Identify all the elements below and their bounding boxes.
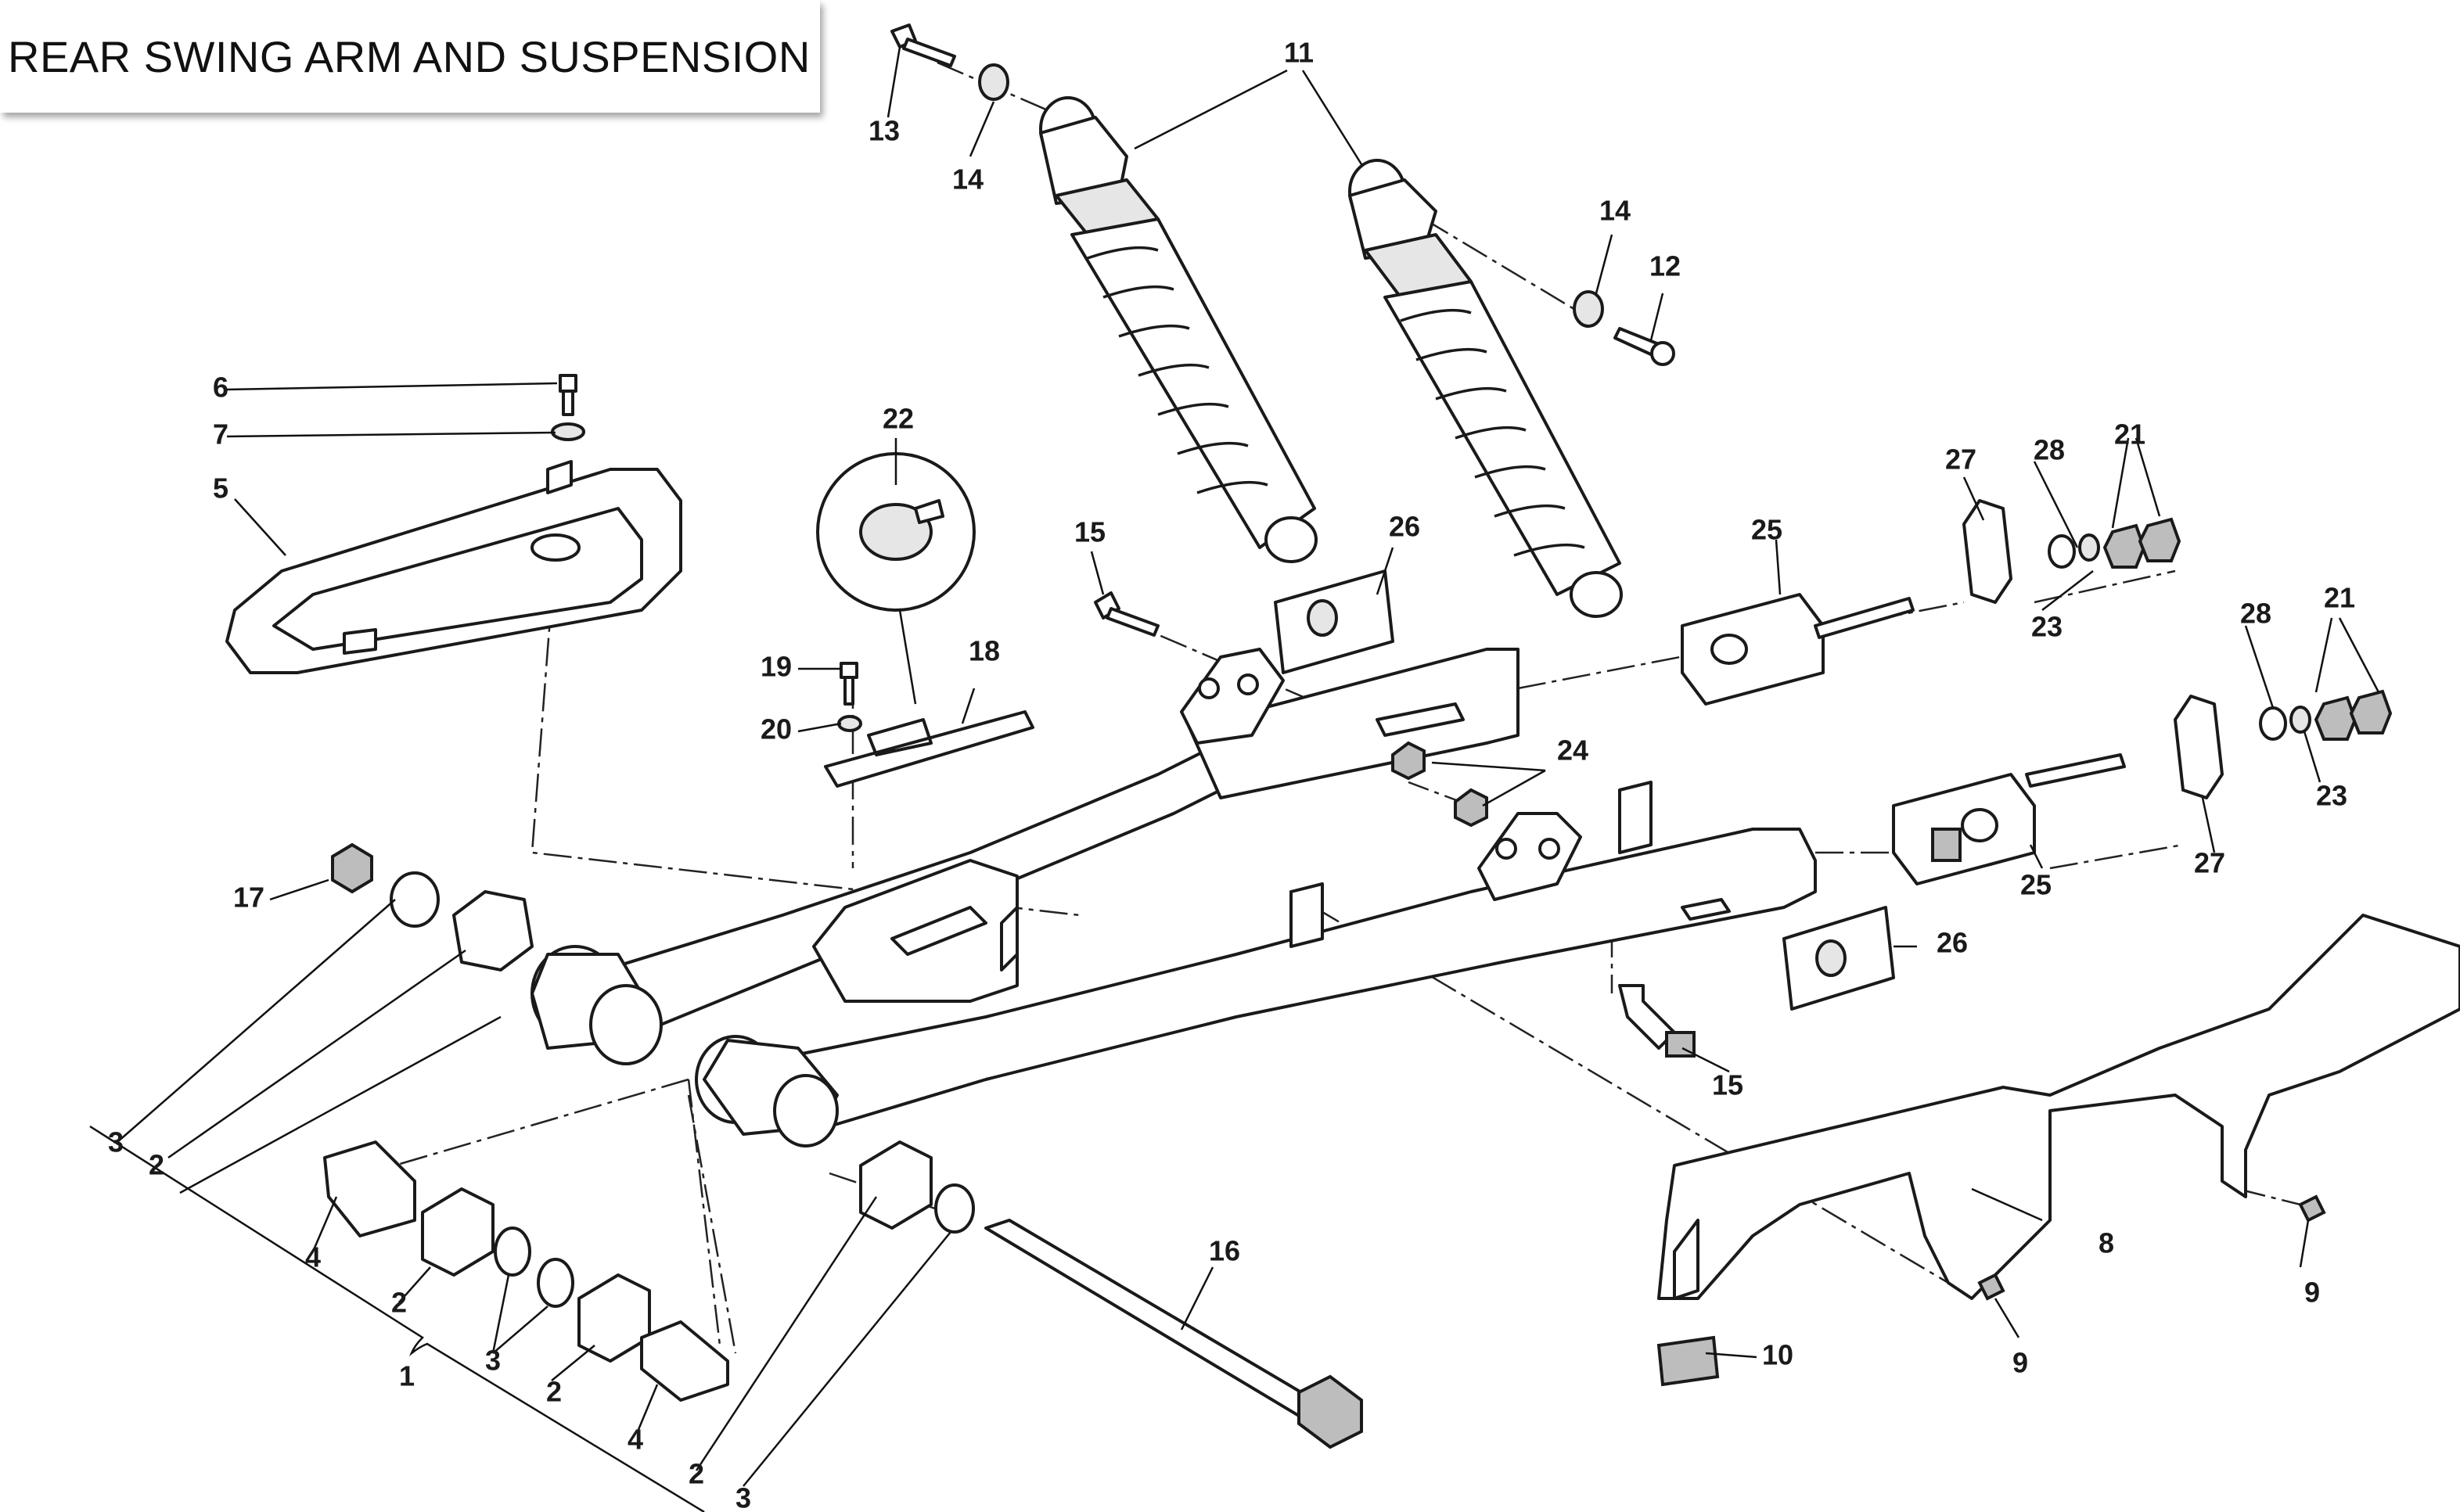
nut-24-upper — [1391, 741, 1426, 781]
callout-20: 20 — [761, 713, 792, 745]
callout-26-upper: 26 — [1389, 511, 1420, 543]
diagram-title: REAR SWING ARM AND SUSPENSION — [8, 31, 811, 81]
callout-4-left: 4 — [305, 1241, 321, 1273]
chain-adjuster-lower — [1892, 753, 2126, 885]
callout-13: 13 — [869, 115, 900, 147]
bracket-18 — [824, 710, 1034, 788]
callout-27-lower: 27 — [2194, 847, 2225, 879]
callout-9-left: 9 — [2012, 1347, 2028, 1379]
plate-27-upper — [1962, 499, 2012, 604]
callout-24: 24 — [1557, 734, 1588, 767]
leader-lines — [117, 46, 2380, 1487]
callout-2-left: 2 — [149, 1149, 164, 1181]
spacer-4-left — [323, 1140, 416, 1237]
nut-21-upper-b — [2138, 517, 2181, 562]
callout-9-right: 9 — [2304, 1277, 2320, 1309]
bearing-2-lower-middle — [577, 1273, 651, 1363]
callout-7: 7 — [213, 418, 228, 451]
callout-27-upper: 27 — [1945, 444, 1976, 476]
nut-24-lower — [1454, 788, 1488, 828]
washer-23-lower — [2289, 706, 2311, 734]
callout-12: 12 — [1649, 250, 1681, 282]
callout-3-mid: 3 — [485, 1345, 501, 1377]
callout-5: 5 — [213, 472, 228, 505]
callout-11: 11 — [1284, 37, 1314, 69]
callout-3-left: 3 — [108, 1126, 124, 1158]
bolt-9-left — [1977, 1273, 2005, 1301]
plate-27-lower — [2174, 695, 2224, 799]
callout-23-upper: 23 — [2031, 611, 2063, 643]
callout-21-upper: 21 — [2114, 418, 2145, 451]
callout-15-lower: 15 — [1712, 1069, 1743, 1101]
washer-23-upper — [2078, 533, 2100, 562]
seal-3-upper-left — [390, 871, 440, 928]
callout-8: 8 — [2099, 1227, 2114, 1259]
bolt-13 — [890, 23, 956, 67]
callout-14-right: 14 — [1599, 195, 1631, 227]
callout-16: 16 — [1209, 1235, 1240, 1267]
nut-17 — [331, 842, 373, 894]
seal-3-lower-left-a — [494, 1226, 531, 1277]
bolt-12 — [1613, 327, 1675, 366]
swing-arm — [530, 648, 1817, 1147]
callout-23-lower: 23 — [2316, 780, 2347, 812]
callout-labels: 11 13 14 14 12 6 7 5 22 15 26 25 27 28 2… — [108, 37, 2355, 1512]
callout-21-lower: 21 — [2324, 582, 2355, 614]
callout-18: 18 — [969, 635, 1000, 667]
nut-21-lower-a — [2314, 695, 2358, 741]
nut-21-upper-a — [2102, 523, 2146, 569]
callout-1: 1 — [399, 1360, 415, 1392]
callout-26-lower: 26 — [1937, 927, 1968, 959]
pad-10 — [1656, 1335, 1720, 1387]
callout-3-right: 3 — [735, 1482, 751, 1512]
chain-adjuster-upper — [1681, 593, 1915, 706]
washer-14-right — [1573, 290, 1604, 328]
pivot-bolt-16 — [984, 1219, 1363, 1449]
bearing-2-lower-left — [421, 1187, 495, 1277]
callout-14-left: 14 — [952, 163, 984, 196]
callout-25-upper: 25 — [1751, 514, 1782, 546]
callout-15-upper: 15 — [1074, 516, 1106, 548]
callout-28-upper: 28 — [2034, 434, 2065, 466]
bearing-2-right — [859, 1140, 933, 1230]
clamp-22 — [816, 452, 976, 612]
callout-28-lower: 28 — [2240, 598, 2271, 630]
spacer-4-right — [640, 1320, 729, 1402]
washer-28-upper — [2048, 534, 2076, 569]
callout-19: 19 — [761, 651, 792, 683]
callout-2-right: 2 — [689, 1458, 704, 1490]
callout-22: 22 — [883, 403, 914, 435]
assembly-bracket-1 — [89, 1125, 705, 1512]
callout-17: 17 — [233, 882, 264, 914]
bolt-15-upper — [1094, 591, 1160, 637]
pad-26-lower — [1782, 906, 1895, 1011]
seal-3-right — [934, 1183, 975, 1234]
diagram-title-box: REAR SWING ARM AND SUSPENSION — [0, 0, 820, 113]
shock-absorber-left — [1039, 96, 1318, 563]
bolt-15-lower — [1618, 984, 1696, 1058]
bolt-19 — [840, 662, 858, 706]
washer-20 — [837, 715, 862, 732]
callout-10: 10 — [1762, 1339, 1793, 1371]
washer-14-left — [978, 63, 1009, 101]
chain-guard — [225, 460, 682, 674]
nut-21-lower-b — [2349, 689, 2393, 734]
washer-28-lower — [2259, 706, 2287, 741]
chain-cover-8 — [1657, 914, 2460, 1300]
callout-4-right: 4 — [628, 1424, 643, 1456]
bolt-6 — [559, 374, 577, 416]
washer-7 — [551, 422, 585, 441]
shock-absorber-right — [1348, 159, 1623, 618]
callout-2-mid-right: 2 — [546, 1376, 562, 1408]
callout-2-mid-left: 2 — [391, 1287, 407, 1319]
seal-3-lower-left-b — [537, 1258, 574, 1308]
bolt-9-right — [2298, 1194, 2326, 1223]
callout-6: 6 — [213, 372, 228, 404]
pad-26-upper — [1274, 569, 1394, 674]
bearing-2-upper-left — [452, 890, 534, 971]
callout-25-lower: 25 — [2020, 869, 2052, 901]
